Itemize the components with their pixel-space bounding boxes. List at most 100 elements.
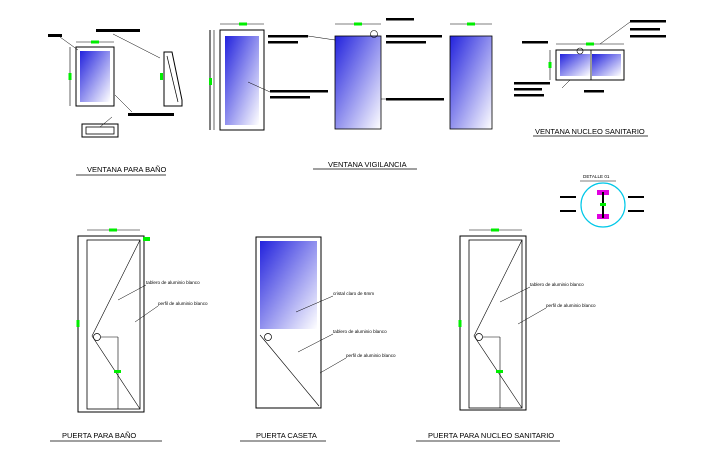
dim-tag [354, 22, 362, 26]
label-bar [48, 34, 62, 37]
label-bar [270, 90, 328, 93]
door-handle [475, 333, 483, 341]
puerta-caseta-glass [260, 241, 317, 329]
leader [247, 81, 271, 93]
dim-tag [239, 22, 247, 26]
note-tablero-caseta: tablero de aluminio blanco [333, 329, 387, 334]
dim-tag [76, 320, 80, 327]
label-bar [128, 113, 174, 116]
label-bar [96, 29, 140, 32]
ventana-bano-plan-inner [85, 126, 115, 135]
vigilancia-glass-2 [334, 35, 382, 130]
detail-marker [576, 47, 584, 55]
puerta-nucleo-swing [473, 239, 523, 409]
label-bar [560, 196, 576, 198]
label-bar [584, 90, 604, 93]
section-inner [166, 55, 179, 103]
nucleo-window-frame [555, 49, 625, 81]
leader [599, 21, 631, 45]
nucleo-window-glass-left [560, 54, 590, 76]
title-puerta-nucleo: PUERTA PARA NUCLEO SANITARIO [428, 431, 554, 440]
label-bar [514, 94, 544, 97]
title-ventana-nucleo: VENTANA NUCLEO SANITARIO [535, 127, 645, 136]
leader [134, 305, 159, 323]
label-bar [268, 35, 308, 38]
ventana-vigilancia-group: VENTANA VIGILANCIA [209, 18, 493, 170]
leader [307, 35, 336, 41]
dim-tag [467, 22, 475, 26]
title-puerta-bano: PUERTA PARA BAÑO [62, 431, 136, 440]
vigilancia-glass-3 [449, 35, 493, 130]
title-ventana-vigilancia: VENTANA VIGILANCIA [328, 160, 407, 169]
title-detalle: DETALLE 01 [583, 174, 610, 179]
leader [112, 33, 161, 59]
dim-tag [68, 73, 72, 80]
leader [319, 357, 347, 374]
ventana-bano-section [163, 51, 183, 107]
detail-marker [370, 30, 378, 38]
dim-tag [143, 237, 150, 241]
note-cristal: cristal claro de 6mm [333, 291, 374, 296]
label-bar [628, 210, 644, 212]
dim-tag [114, 370, 121, 373]
label-bar [386, 41, 426, 44]
detalle-ring [580, 182, 626, 228]
puerta-caseta-frame [255, 236, 322, 409]
leader [499, 286, 531, 303]
label-bar [386, 35, 442, 38]
leader [99, 116, 113, 128]
dim-tag [600, 203, 606, 206]
note-perfil: perfil de aluminio blanco [158, 301, 208, 306]
leader [117, 284, 147, 301]
dim-tag [458, 320, 462, 327]
puerta-bano-frame-outer [77, 235, 145, 413]
ventana-nucleo-group: VENTANA NUCLEO SANITARIO [514, 20, 666, 137]
vigilancia-frame-1 [219, 29, 265, 131]
leader [297, 333, 334, 353]
dim-tag [491, 228, 499, 232]
puerta-bano-group: tablero de aluminio blanco perfil de alu… [50, 228, 208, 442]
ventana-bano-glass [80, 51, 110, 102]
label-bar [630, 20, 666, 23]
puerta-bano-swing [91, 239, 141, 410]
title-ventana-bano: VENTANA PARA BAÑO [87, 165, 166, 174]
puerta-nucleo-frame-inner [468, 239, 523, 409]
label-bar [628, 196, 644, 198]
label-bar [268, 41, 298, 44]
puerta-nucleo-group: tablero de aluminio blanco perfil de alu… [416, 228, 596, 442]
puerta-caseta-group: cristal claro de 6mm tablero de aluminio… [240, 236, 396, 442]
leader [561, 79, 571, 89]
dim-tag [496, 370, 503, 373]
label-bar [270, 96, 310, 99]
label-bar [514, 88, 542, 91]
label-bar [630, 35, 666, 38]
dim-tag [160, 73, 163, 80]
leader [517, 307, 547, 325]
puerta-caseta-swing [259, 334, 320, 407]
nucleo-window-glass-right [592, 54, 621, 76]
note-tablero: tablero de aluminio blanco [146, 280, 200, 285]
label-bar [560, 210, 576, 212]
puerta-bano-frame-inner [86, 239, 141, 410]
detalle-group: DETALLE 01 [560, 174, 644, 228]
puerta-nucleo-frame-outer [459, 235, 527, 411]
dim-tag [586, 42, 594, 46]
label-bar [630, 28, 660, 31]
note-perfil-nucleo: perfil de aluminio blanco [546, 303, 596, 308]
dim-tag [209, 78, 212, 85]
ventana-bano-group: VENTANA PARA BAÑO [48, 29, 183, 176]
leader [295, 295, 334, 313]
leader [114, 94, 133, 113]
dim-tag [109, 228, 117, 232]
note-tablero-nucleo: tablero de aluminio blanco [530, 282, 584, 287]
ventana-bano-frame [75, 46, 115, 107]
title-puerta-caseta: PUERTA CASETA [256, 431, 317, 440]
leader [59, 36, 79, 51]
label-bar [386, 98, 444, 101]
label-bar [522, 41, 548, 44]
ventana-bano-plan [81, 123, 119, 138]
dim-tag [91, 40, 99, 44]
dim-tag [548, 62, 552, 68]
label-bar [514, 82, 550, 85]
